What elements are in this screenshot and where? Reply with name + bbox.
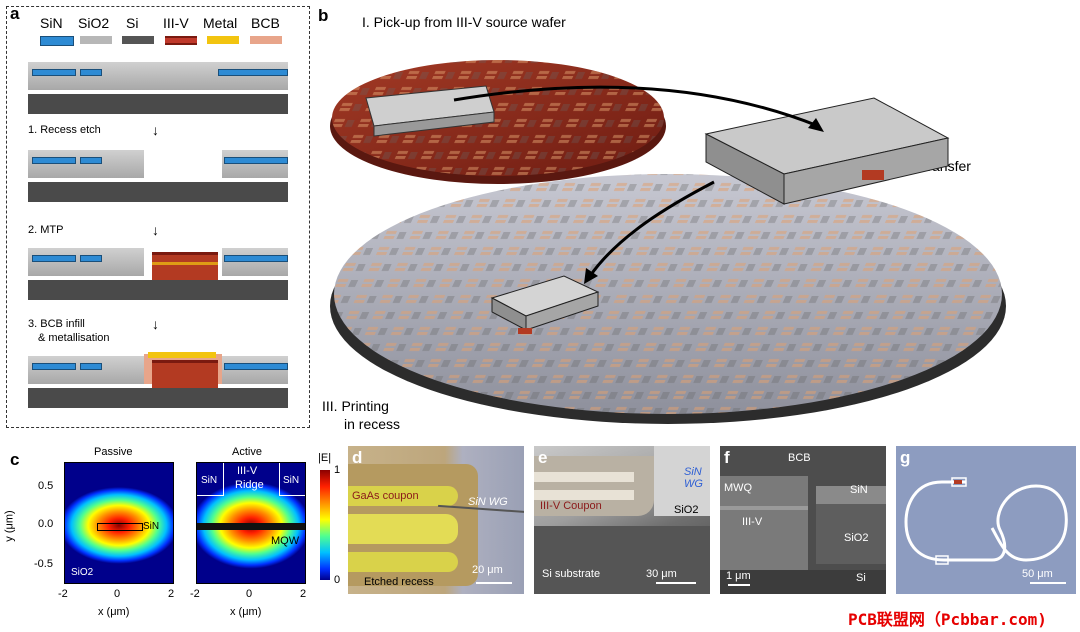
xtick-a1: 0 — [246, 588, 253, 600]
step-3-label-line1: 3. BCB infill — [28, 318, 85, 330]
passive-sio2-label: SiO2 — [71, 567, 94, 578]
step-1-label: 1. Recess etch — [28, 124, 101, 136]
ytick-1: 0.0 — [38, 518, 54, 530]
panel-f-image: f BCB MWQ III-V SiN SiO2 Si 1 μm — [720, 446, 886, 594]
active-sin-left-label: SiN — [201, 475, 218, 486]
x-axis-label-passive: x (μm) — [98, 606, 130, 618]
xtick-p0: -2 — [58, 588, 68, 600]
panel-g-image: g 50 μm — [896, 446, 1076, 594]
panel-c-label: c — [10, 450, 20, 469]
printing-label-line2: in recess — [344, 416, 401, 432]
iiiv-label-f: III-V — [742, 516, 763, 528]
passive-field-map: SiN SiO2 — [64, 462, 174, 584]
panel-d-image: d GaAs coupon SiN WG Etched recess 20 μm — [348, 446, 524, 594]
pickup-label: I. Pick-up from III-V source wafer — [362, 14, 566, 30]
active-sin-right-label: SiN — [283, 475, 300, 486]
active-field-map: SiN SiN III-V Ridge MQW — [196, 462, 306, 584]
legend-iiiv-label: III-V — [163, 15, 189, 31]
gaas-coupon-label: GaAs coupon — [352, 490, 419, 502]
xtick-p1: 0 — [114, 588, 121, 600]
sin-wg-label-d: SiN WG — [468, 496, 508, 508]
xtick-p2: 2 — [168, 588, 175, 600]
passive-sin-label: SiN — [143, 521, 160, 532]
panel-d-scale-label: 20 μm — [472, 564, 503, 576]
xtick-a2: 2 — [300, 588, 307, 600]
legend-sin-label: SiN — [40, 15, 63, 31]
ytick-0: 0.5 — [38, 480, 54, 492]
step-3-arrow-icon: ↓ — [152, 316, 159, 332]
legend-si-swatch — [122, 36, 154, 44]
xtick-a0: -2 — [190, 588, 200, 600]
iiiv-coupon-label: III-V Coupon — [540, 500, 602, 512]
panel-f-scalebar — [728, 584, 750, 586]
stack-initial — [28, 62, 288, 114]
panel-a-frame — [6, 6, 310, 428]
panel-e-scalebar — [656, 582, 696, 584]
bcb-label: BCB — [788, 452, 811, 464]
sio2-label-f: SiO2 — [844, 532, 869, 544]
step-3-label-line2: & metallisation — [38, 332, 110, 344]
legend-metal-label: Metal — [203, 15, 238, 31]
stack-bcb-metal — [28, 352, 288, 408]
colorbar-max: 1 — [334, 464, 341, 476]
legend-sio2-label: SiO2 — [78, 15, 110, 31]
ridge-label-line2: Ridge — [235, 479, 264, 491]
legend-bcb-swatch — [250, 36, 282, 44]
legend-sio2-swatch — [80, 36, 112, 44]
panel-d-scalebar — [476, 582, 512, 584]
ridge-label-line1: III-V — [237, 465, 258, 477]
stack-recess — [28, 150, 288, 202]
arrow-pickup-icon — [453, 85, 819, 128]
printing-label-line1: III. Printing — [322, 398, 389, 414]
wafer-illustration — [330, 60, 1006, 424]
panel-d-label: d — [352, 448, 363, 467]
colorbar — [320, 470, 330, 580]
si-label-f: Si — [856, 572, 866, 584]
panel-f-scale-label: 1 μm — [726, 570, 751, 582]
sin-wg-label-e: SiN WG — [684, 466, 703, 490]
ytick-2: -0.5 — [34, 558, 53, 570]
step-2-label: 2. MTP — [28, 224, 64, 236]
sin-label-f: SiN — [850, 484, 868, 496]
step-2-arrow-icon: ↓ — [152, 222, 159, 238]
x-axis-label-active: x (μm) — [230, 606, 262, 618]
legend-iiiv-swatch — [165, 36, 197, 45]
mqw-label: MQW — [271, 535, 300, 547]
si-substrate-label: Si substrate — [542, 568, 601, 580]
panel-g-label: g — [900, 448, 911, 467]
panel-g-scale-label: 50 μm — [1022, 568, 1053, 580]
ring-resonator-icon — [904, 477, 1068, 565]
mwq-label: MWQ — [724, 482, 753, 494]
colorbar-label: |E| — [318, 452, 332, 464]
etched-recess-label: Etched recess — [364, 576, 434, 588]
panel-e-label: e — [538, 448, 548, 467]
active-title: Active — [232, 446, 262, 458]
y-axis-label: y (μm) — [3, 510, 16, 542]
arrow-printing-icon — [588, 180, 715, 277]
colorbar-min: 0 — [334, 574, 341, 586]
panel-b-label: b — [318, 6, 329, 25]
sio2-label-e: SiO2 — [674, 504, 699, 516]
legend-metal-swatch — [207, 36, 239, 44]
legend-bcb-label: BCB — [251, 15, 280, 31]
panel-e-scale-label: 30 μm — [646, 568, 677, 580]
watermark-text: PCB联盟网（Pcbbar.com) — [848, 610, 1047, 629]
stack-mtp — [28, 248, 288, 300]
panel-a-label: a — [10, 4, 20, 23]
legend-sin-swatch — [40, 36, 74, 46]
passive-title: Passive — [94, 446, 133, 458]
step-1-arrow-icon: ↓ — [152, 122, 159, 138]
panel-g-scalebar — [1030, 582, 1066, 584]
panel-e-image: e SiN WG III-V Coupon SiO2 Si substrate … — [534, 446, 710, 594]
panel-f-label: f — [724, 448, 730, 467]
legend-si-label: Si — [126, 15, 139, 31]
